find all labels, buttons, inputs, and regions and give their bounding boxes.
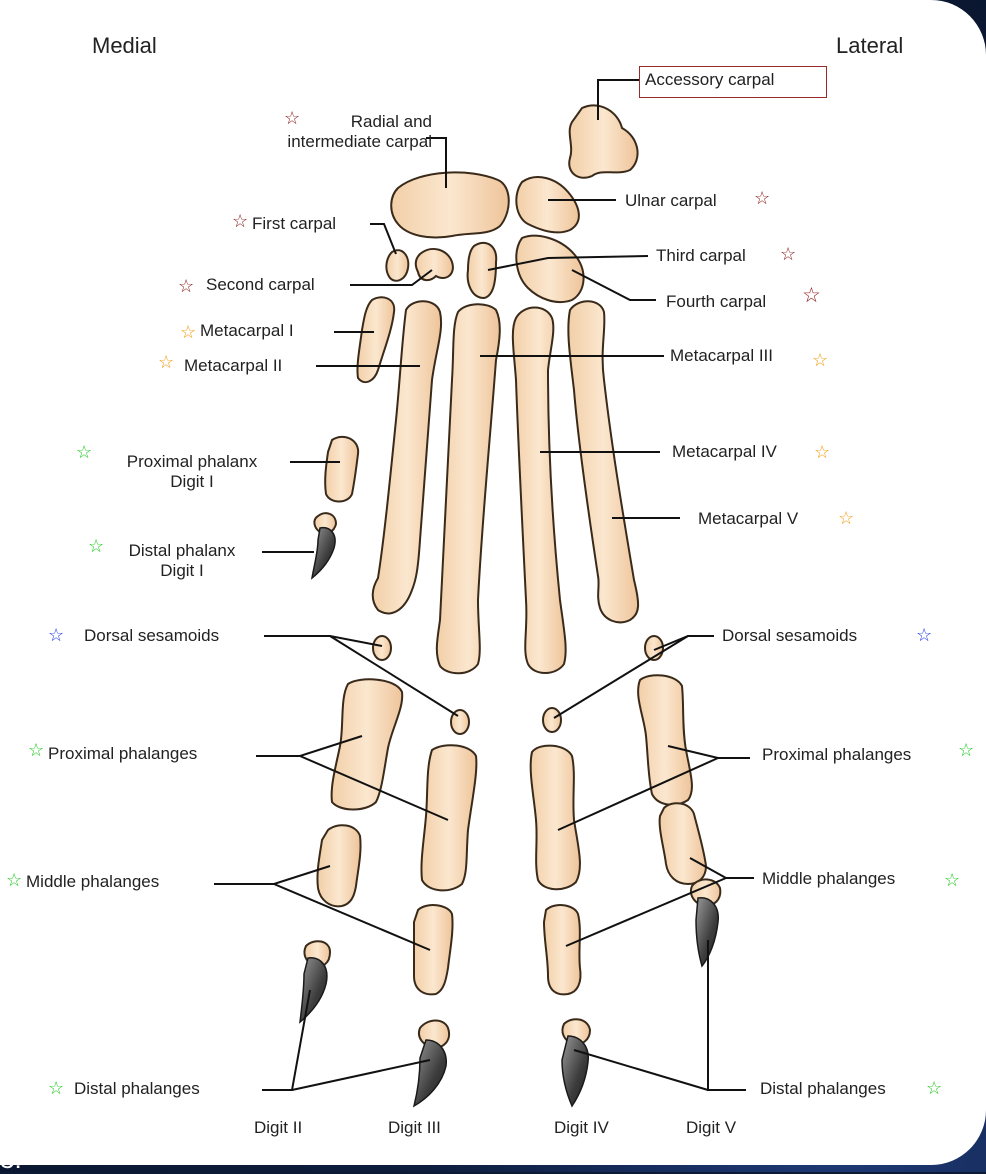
leader-distal-phalanges-left-2 — [291, 1059, 431, 1091]
star-icon-red: ☆ — [802, 284, 821, 307]
middle-phalanx-digit-5-bone — [658, 802, 708, 886]
leader-radial-intermediate — [426, 137, 447, 188]
label-middle-phalanges-left: Middle phalanges — [26, 872, 160, 891]
star-icon-green: ☆ — [958, 740, 975, 760]
leader-fourth-carpal — [571, 269, 656, 301]
fourth-carpal-bone — [515, 234, 585, 304]
label-distal-phalanges-left: Distal phalanges — [74, 1079, 200, 1098]
proximal-phalanx-digit-1-bone — [324, 435, 360, 503]
label-third-carpal: Third carpal — [656, 246, 746, 265]
star-icon-orange: ☆ — [812, 350, 829, 370]
star-icon-green: ☆ — [944, 870, 961, 890]
claw-digit-4 — [561, 1035, 589, 1108]
star-icon-blue: ☆ — [916, 625, 933, 645]
proximal-phalanx-digit-4-bone — [529, 744, 581, 891]
leader-third-carpal — [487, 255, 649, 271]
star-icon-blue: ☆ — [48, 625, 65, 645]
star-icon-orange: ☆ — [180, 322, 197, 342]
metacarpal-3-bone — [435, 303, 501, 675]
slide-number: 3: — [0, 1144, 22, 1174]
label-dorsal-sesamoids-left: Dorsal sesamoids — [84, 626, 220, 645]
proximal-phalanx-digit-5-bone — [637, 674, 693, 806]
star-icon-green: ☆ — [926, 1078, 943, 1098]
leader-middle-phalanges-left — [214, 865, 331, 885]
claw-digit-1 — [310, 526, 336, 580]
label-accessory-carpal: Accessory carpal — [645, 70, 775, 89]
middle-phalanx-digit-2-bone — [316, 824, 362, 908]
leader-dorsal-sesamoids-left — [264, 635, 383, 647]
leader-second-carpal — [350, 269, 433, 286]
proximal-phalanx-digit-3-bone — [420, 744, 478, 892]
third-carpal-bone — [466, 241, 498, 300]
star-icon-red: ☆ — [754, 188, 771, 208]
leader-distal-phalanges-right-2 — [573, 1049, 709, 1091]
label-ulnar-carpal: Ulnar carpal — [625, 191, 717, 210]
middle-phalanx-digit-3-bone — [412, 904, 454, 996]
label-middle-phalanges-right: Middle phalanges — [762, 869, 896, 888]
label-digit-3: Digit III — [388, 1118, 441, 1137]
star-icon-green: ☆ — [28, 740, 45, 760]
leader-distal-phalanges-right — [707, 940, 746, 1091]
leader-middle-phalanges-left-2 — [273, 883, 431, 951]
star-icon-orange: ☆ — [838, 508, 855, 528]
label-metacarpal-3: Metacarpal III — [670, 346, 773, 365]
accessory-carpal-box — [639, 66, 827, 98]
metacarpal-2-bone — [371, 300, 443, 615]
star-icon-orange: ☆ — [158, 352, 175, 372]
label-digit-2: Digit II — [254, 1118, 303, 1137]
star-icon-red: ☆ — [780, 244, 797, 264]
dorsal-sesamoid-left-1 — [372, 635, 392, 661]
star-icon-green: ☆ — [6, 870, 23, 890]
claw-digit-3 — [412, 1039, 447, 1108]
leader-first-carpal — [370, 223, 397, 255]
ulnar-carpal-bone — [515, 176, 580, 234]
leader-proximal-phalanges-right-2 — [557, 757, 719, 831]
star-icon-green: ☆ — [48, 1078, 65, 1098]
leader-dorsal-sesamoids-right-2 — [553, 635, 689, 719]
metacarpal-1-bone — [356, 296, 396, 384]
star-icon-orange: ☆ — [814, 442, 831, 462]
label-distal-phalanges-right: Distal phalanges — [760, 1079, 886, 1098]
radial-intermediate-carpal-bone — [390, 171, 510, 239]
star-icon-red: ☆ — [178, 276, 195, 296]
leader-dorsal-sesamoids-left-2 — [329, 635, 459, 717]
star-icon-red: ☆ — [232, 211, 249, 231]
leader-accessory-carpal — [597, 79, 640, 120]
label-metacarpal-1: Metacarpal I — [200, 321, 294, 340]
second-carpal-bone — [414, 247, 454, 282]
label-proximal-phalanx-digit-1: Proximal phalanx Digit I — [126, 452, 258, 491]
label-metacarpal-2: Metacarpal II — [184, 356, 283, 375]
label-radial-intermediate-carpal: Radial and intermediate carpal — [287, 112, 432, 151]
metacarpal-5-bone — [567, 300, 640, 624]
label-second-carpal: Second carpal — [206, 275, 315, 294]
claw-digit-2 — [299, 957, 328, 1024]
lateral-heading: Lateral — [836, 33, 904, 58]
label-fourth-carpal: Fourth carpal — [666, 292, 767, 311]
star-icon-red: ☆ — [284, 108, 301, 128]
label-first-carpal: First carpal — [252, 214, 337, 233]
label-digit-5: Digit V — [686, 1118, 737, 1137]
accessory-carpal-bone — [568, 104, 639, 179]
metacarpal-4-bone — [511, 306, 567, 674]
first-carpal-bone — [385, 249, 410, 282]
leader-proximal-phalanges-left-2 — [299, 755, 449, 821]
dorsal-sesamoid-right-1 — [542, 707, 562, 733]
label-proximal-phalanges-right: Proximal phalanges — [762, 745, 912, 764]
label-dorsal-sesamoids-right: Dorsal sesamoids — [722, 626, 858, 645]
middle-phalanx-digit-4-bone — [542, 904, 582, 996]
label-metacarpal-5: Metacarpal V — [698, 509, 799, 528]
claw-digit-5 — [695, 897, 719, 968]
label-proximal-phalanges-left: Proximal phalanges — [48, 744, 198, 763]
label-metacarpal-4: Metacarpal IV — [672, 442, 777, 461]
medial-heading: Medial — [92, 33, 157, 58]
label-distal-phalanx-digit-1: Distal phalanx Digit I — [128, 541, 236, 580]
star-icon-green: ☆ — [88, 536, 105, 556]
leader-middle-phalanges-right-2 — [565, 877, 727, 947]
dorsal-sesamoid-left-2 — [450, 709, 470, 735]
label-digit-4: Digit IV — [554, 1118, 609, 1137]
star-icon-green: ☆ — [76, 442, 93, 462]
proximal-phalanx-digit-2-bone — [330, 678, 404, 811]
